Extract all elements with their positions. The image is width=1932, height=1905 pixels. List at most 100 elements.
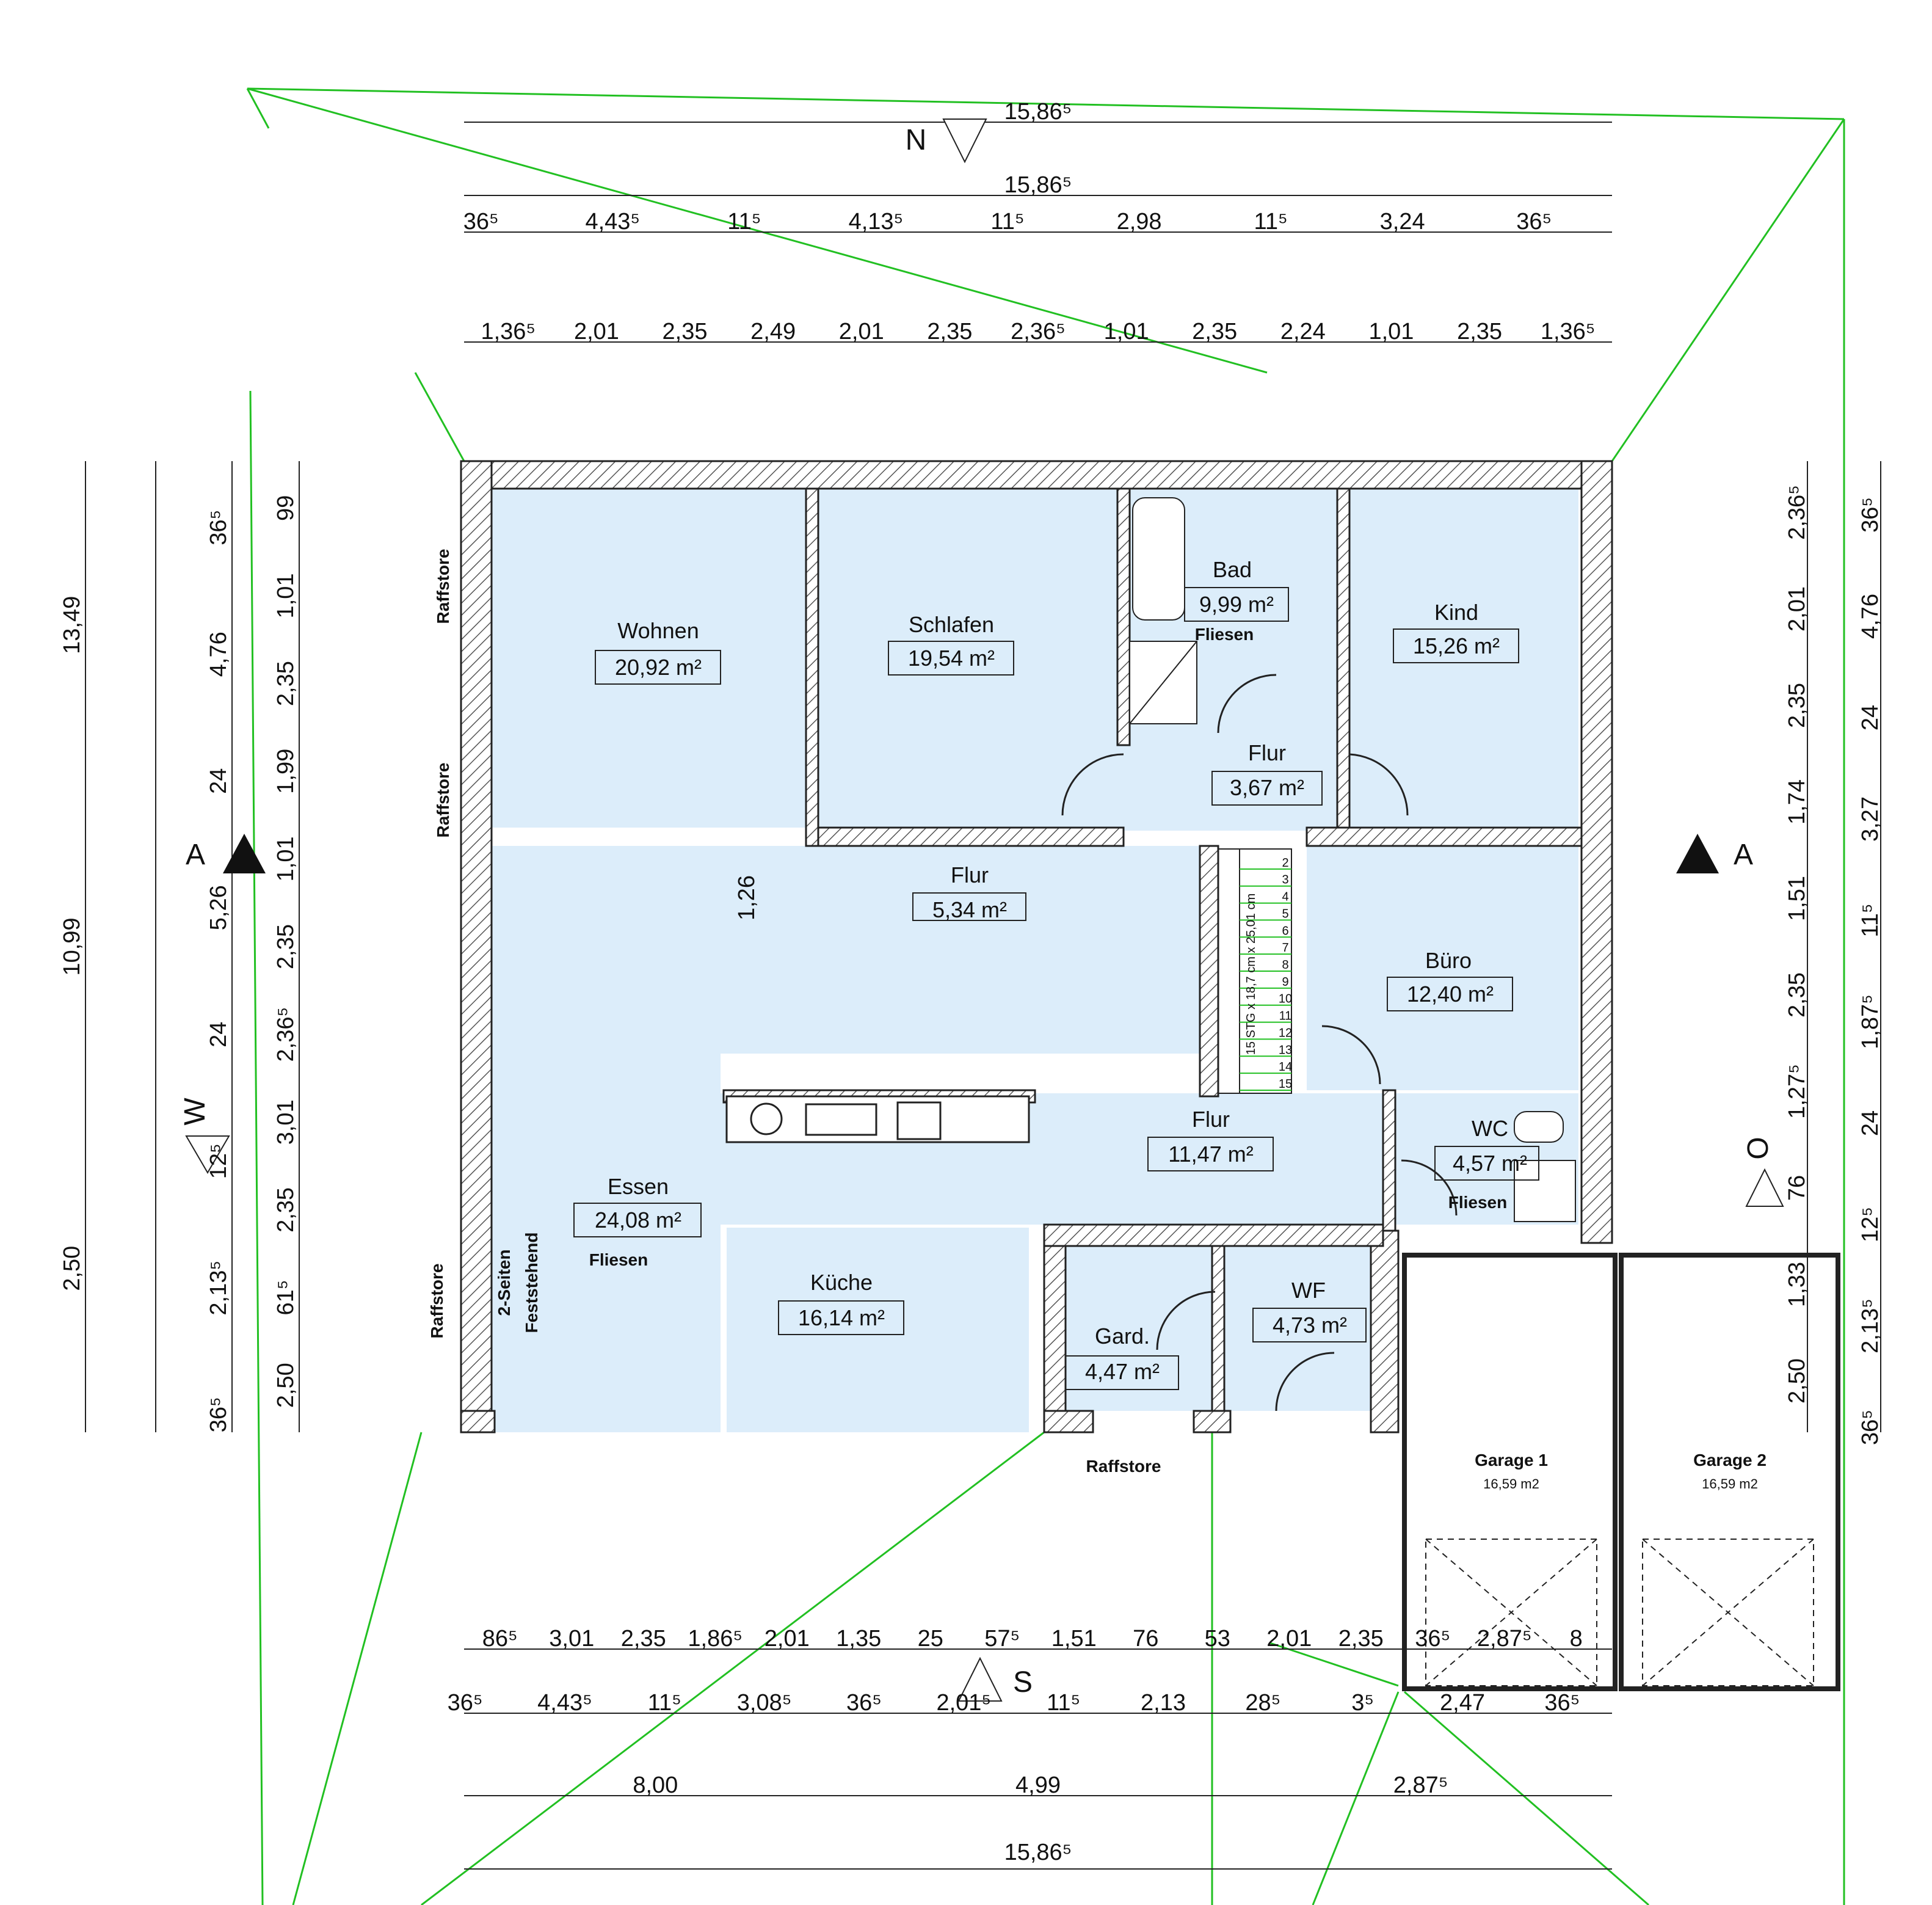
- dim-top-row2: 2,01: [839, 319, 884, 344]
- dim-right-col2: 11⁵: [1858, 903, 1883, 937]
- dim-left-col3: 99: [273, 495, 299, 521]
- dim-top-row1: 4,43⁵: [585, 209, 640, 235]
- room-note: Fliesen: [589, 1250, 648, 1269]
- room-name: WC: [1472, 1116, 1508, 1141]
- west-label: W: [179, 1098, 211, 1126]
- dim-bottom-row2: 36⁵: [846, 1690, 882, 1716]
- dim-top-row2: 2,24: [1280, 319, 1326, 344]
- dim-bottom-row2: 2,47: [1440, 1690, 1485, 1716]
- misc-labels: Raffstore Raffstore Raffstore Raffstore …: [427, 549, 1258, 1476]
- dim-bottom-row1: 57⁵: [984, 1626, 1020, 1652]
- dim-top-row2: 2,01: [574, 319, 619, 344]
- room-name: Garage 1: [1475, 1451, 1548, 1470]
- room-name: Flur: [1192, 1107, 1230, 1132]
- dim-left-outer: 13,49: [59, 596, 85, 654]
- dim-bottom-row2: 36⁵: [448, 1690, 483, 1716]
- dim-top-row1: 4,13⁵: [849, 209, 904, 235]
- dim-top-row2: 1,36⁵: [1541, 319, 1596, 344]
- room-area: 12,40 m²: [1407, 982, 1494, 1007]
- dim-right-col1: 2,01: [1784, 586, 1810, 632]
- section-left-label: A: [186, 839, 205, 871]
- stairs-label: 15 STG x 18,7 cm x 25,01 cm: [1244, 894, 1258, 1055]
- dim-right-col2: 24: [1858, 1110, 1883, 1136]
- dim-left-col3: 2,35: [273, 661, 299, 706]
- dim-bottom-row2: 36⁵: [1544, 1690, 1580, 1716]
- dim-top-row2: 2,35: [1192, 319, 1237, 344]
- dim-bottom-total: 15,86⁵: [1004, 1840, 1072, 1865]
- room-name: Küche: [810, 1270, 873, 1295]
- dim-bottom-row3: 8,00: [633, 1772, 678, 1798]
- dim-top-total: 15,86⁵: [1004, 172, 1072, 198]
- dim-bottom-row3: 4,99: [1015, 1772, 1061, 1798]
- room-name: Flur: [951, 862, 989, 887]
- dim-bottom-row1: 8: [1570, 1626, 1583, 1652]
- dim-left-col2: 5,26: [206, 885, 231, 930]
- dim-right-col2: 2,13⁵: [1858, 1299, 1883, 1353]
- dim-bottom-row2: 11⁵: [648, 1690, 681, 1716]
- dim-top-row1: 3,24: [1380, 209, 1425, 235]
- dim-bottom-row1: 86⁵: [482, 1626, 518, 1652]
- stair-step-number: 15: [1279, 1077, 1292, 1091]
- room-area: 4,73 m²: [1273, 1313, 1347, 1338]
- room-name: Garage 2: [1693, 1451, 1767, 1470]
- room-area: 11,47 m²: [1168, 1142, 1253, 1167]
- dim-top-row2: 2,35: [927, 319, 972, 344]
- guide-lines: [246, 87, 1845, 1905]
- dim-bottom-row1: 1,86⁵: [688, 1626, 743, 1652]
- dim-bottom-row2: 2,13: [1141, 1690, 1186, 1716]
- stair-step-number: 6: [1282, 924, 1288, 938]
- dim-bottom-row1: 25: [918, 1626, 943, 1652]
- dim-right-col1: 2,36⁵: [1784, 485, 1810, 540]
- raffstore-label: Raffstore: [434, 763, 452, 838]
- stair-step-number: 4: [1282, 891, 1288, 904]
- stair-step-number: 2: [1282, 856, 1288, 870]
- dim-top-row1: 11⁵: [1254, 209, 1288, 235]
- dim-left-outer: 2,50: [59, 1246, 85, 1291]
- dim-bottom-row2: 11⁵: [1047, 1690, 1080, 1716]
- room-area: 5,34 m²: [932, 897, 1007, 922]
- dim-left-col3: 1,01: [273, 836, 299, 881]
- dim-right-col2: 36⁵: [1858, 1410, 1883, 1445]
- dim-bottom-row1: 2,01: [764, 1626, 810, 1652]
- dim-bottom-row2: 3⁵: [1351, 1690, 1374, 1716]
- bath-fixtures: [1129, 497, 1576, 1222]
- room-name: Gard.: [1095, 1324, 1150, 1349]
- door-swings: [1061, 674, 1458, 1411]
- dim-right-col1: 1,27⁵: [1784, 1064, 1810, 1119]
- dim-bottom-row1: 2,01: [1266, 1626, 1312, 1652]
- dimension-texts: 15,86⁵ 15,86⁵ 15,86⁵ 1,26: [734, 99, 1072, 1865]
- dim-bottom-row1: 3,01: [549, 1626, 594, 1652]
- dim-bottom-row1: 1,35: [836, 1626, 881, 1652]
- fireplace-label: 2-Seiten: [495, 1250, 514, 1316]
- dim-left-col2: 36⁵: [206, 1397, 231, 1432]
- room-area: 16,59 m2: [1702, 1476, 1758, 1492]
- room-name: Schlafen: [909, 612, 994, 637]
- dim-bottom-row2: 3,08⁵: [737, 1690, 792, 1716]
- dim-left-col2: 4,76: [206, 632, 231, 677]
- dim-left-col3: 2,35: [273, 1187, 299, 1233]
- dim-extra: 1,26: [734, 875, 760, 920]
- dim-right-col1: 2,50: [1784, 1358, 1810, 1404]
- room-area: 19,54 m²: [908, 646, 995, 671]
- dim-left-outer: 10,99: [59, 917, 85, 975]
- dim-right-col2: 12⁵: [1858, 1207, 1883, 1242]
- dimension-lines: [85, 122, 1881, 1870]
- dim-bottom-row2: 2,01⁵: [936, 1690, 991, 1716]
- stair-step-number: 11: [1279, 1010, 1292, 1023]
- room-name: WF: [1291, 1278, 1326, 1303]
- room-name: Kind: [1434, 600, 1478, 625]
- kitchen-counter: [725, 1095, 1030, 1143]
- room-name: Essen: [608, 1174, 669, 1199]
- dim-top-row1: 11⁵: [727, 209, 761, 235]
- dim-right-col1: 1,74: [1784, 779, 1810, 825]
- stair-step-number: 10: [1279, 993, 1292, 1006]
- dim-top-row2: 1,01: [1368, 319, 1414, 344]
- raffstore-label: Raffstore: [427, 1264, 446, 1339]
- fireplace-label: Feststehend: [522, 1233, 541, 1333]
- dim-right-col1: 2,35: [1784, 972, 1810, 1018]
- dim-left-col3: 1,01: [273, 573, 299, 618]
- dim-right-col2: 36⁵: [1858, 497, 1883, 533]
- stair-step-number: 3: [1282, 873, 1288, 887]
